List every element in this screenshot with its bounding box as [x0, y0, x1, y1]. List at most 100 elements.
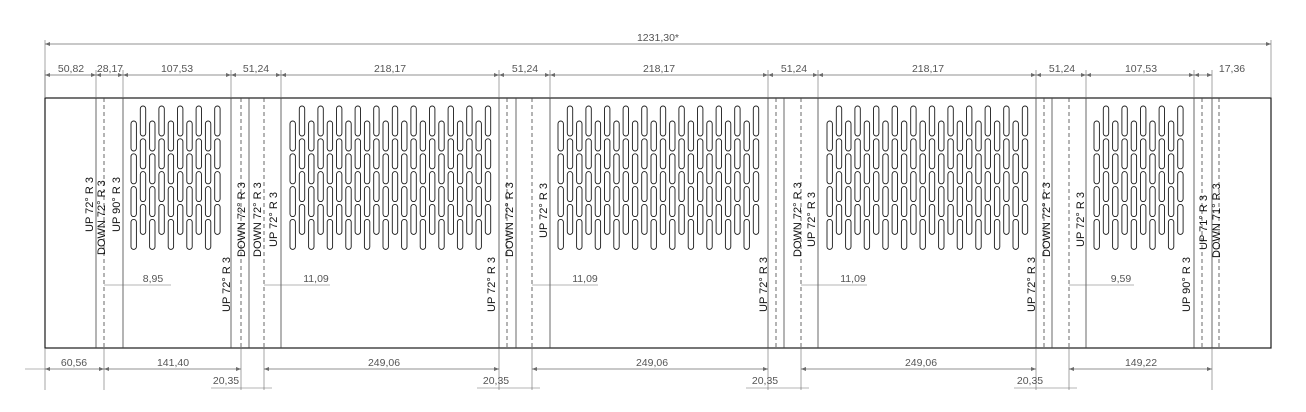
slot — [1112, 186, 1119, 218]
bend-note-15: DOWN 72° R 3 — [1041, 182, 1053, 257]
slot — [576, 120, 583, 152]
slot — [1112, 218, 1119, 250]
dim-arrow — [494, 73, 499, 77]
slot — [947, 138, 954, 170]
dim-top-4: 51,24 — [243, 63, 269, 75]
slot — [604, 171, 611, 203]
slot — [956, 153, 964, 185]
slot — [928, 105, 936, 137]
slot — [604, 203, 611, 235]
slot — [631, 218, 639, 250]
dim-arrow — [1207, 73, 1212, 77]
dim-arrow — [226, 73, 231, 77]
slot — [1112, 120, 1119, 152]
bend-note-16: UP 72° R 3 — [1075, 192, 1087, 247]
slot — [669, 120, 676, 152]
slot — [594, 186, 602, 218]
slot — [622, 203, 629, 235]
slot — [752, 138, 760, 170]
slot — [317, 203, 324, 235]
slot — [956, 120, 964, 152]
slot — [1112, 153, 1119, 185]
slot — [678, 171, 685, 203]
dim-gap-3: 20,35 — [752, 375, 778, 387]
slot — [204, 186, 212, 218]
dim-top-5: 218,17 — [374, 63, 406, 75]
slot — [466, 203, 473, 235]
slot — [613, 153, 620, 185]
dim-arrow — [1207, 367, 1212, 371]
slot — [1177, 105, 1184, 137]
dim-bottom-5: 249,06 — [905, 357, 937, 369]
slot — [391, 138, 399, 170]
dim-pitch-3: 11,09 — [572, 273, 598, 285]
slot — [336, 203, 343, 235]
slot — [956, 218, 964, 250]
slot — [715, 138, 722, 170]
slot — [1093, 153, 1100, 185]
slot — [345, 153, 352, 185]
slot — [919, 153, 926, 185]
slot — [1140, 105, 1147, 137]
slot — [149, 218, 156, 250]
slot — [447, 203, 454, 235]
slot — [826, 218, 833, 250]
slot — [966, 105, 973, 137]
slot — [130, 186, 137, 218]
slot — [186, 153, 193, 185]
slot — [1167, 120, 1175, 152]
slot — [585, 138, 592, 170]
slot — [724, 120, 732, 152]
bend-note-12: DOWN 72° R 3 — [792, 182, 804, 257]
slot — [659, 138, 667, 170]
slot — [724, 186, 732, 218]
slot — [1102, 203, 1110, 235]
slot — [214, 171, 221, 203]
dim-top-9: 218,17 — [912, 63, 944, 75]
slot — [1149, 153, 1156, 185]
slot — [594, 120, 602, 152]
slot — [326, 186, 334, 218]
slot — [566, 105, 574, 137]
slot — [966, 171, 973, 203]
slot — [336, 105, 343, 137]
slot — [429, 171, 436, 203]
slot — [429, 105, 436, 137]
slot — [373, 203, 380, 235]
slot — [891, 171, 898, 203]
slot — [373, 105, 380, 137]
slot — [1102, 138, 1110, 170]
slot — [966, 138, 973, 170]
slot — [659, 171, 667, 203]
slot — [706, 218, 713, 250]
slot — [910, 138, 917, 170]
slot — [177, 203, 184, 235]
slot — [715, 105, 722, 137]
slot — [854, 138, 861, 170]
dim-arrow — [45, 73, 50, 77]
slot — [734, 171, 741, 203]
slot — [631, 153, 639, 185]
slot — [1012, 186, 1019, 218]
dim-arrow — [96, 73, 101, 77]
dim-top-2: 28,17 — [97, 63, 123, 75]
dim-pitch-4: 11,09 — [840, 273, 866, 285]
slot — [186, 120, 193, 152]
slot — [345, 186, 352, 218]
slot — [706, 186, 713, 218]
slot — [863, 120, 871, 152]
slot — [1140, 171, 1147, 203]
slot — [308, 153, 315, 185]
slot — [734, 138, 741, 170]
slot — [1121, 203, 1128, 235]
slot — [1121, 105, 1128, 137]
slot — [1158, 203, 1165, 235]
slot — [938, 186, 945, 218]
slot — [214, 138, 221, 170]
slot — [594, 153, 602, 185]
slot — [641, 138, 648, 170]
dim-arrow — [91, 73, 96, 77]
slot — [410, 171, 417, 203]
slot — [938, 120, 945, 152]
dim-arrow — [123, 73, 128, 77]
